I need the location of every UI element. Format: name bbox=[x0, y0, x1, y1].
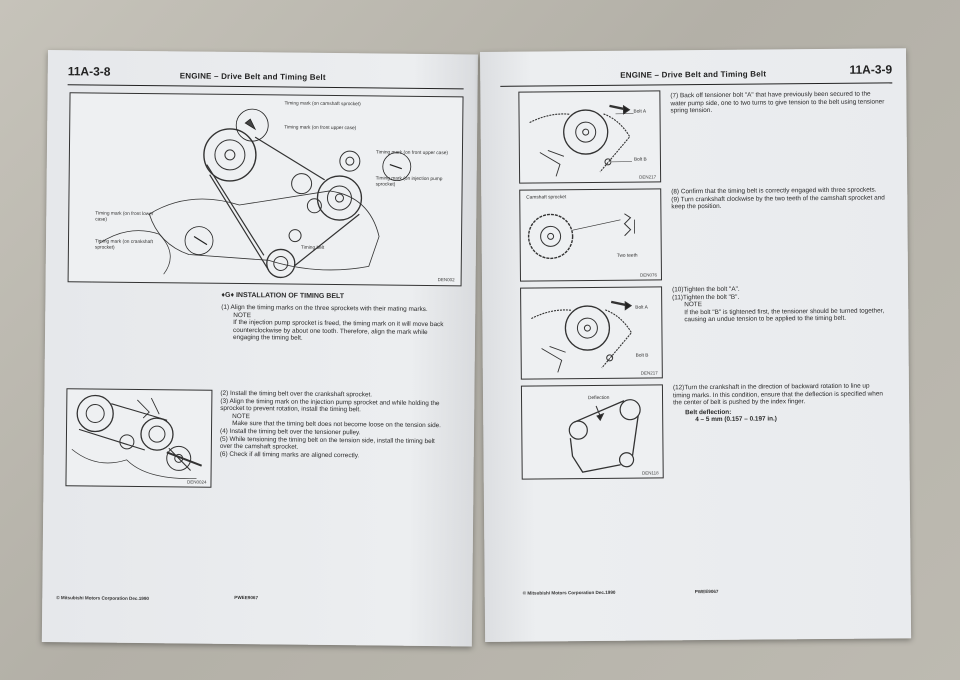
right-footer-code: PWEE9067 bbox=[694, 588, 719, 595]
label-front-upper-right-mark: Timing mark (on front upper case) bbox=[375, 150, 449, 157]
deflection-figure: Deflection DEN118 bbox=[520, 384, 664, 480]
left-header: 11A-3-8 ENGINE – Drive Belt and Timing B… bbox=[67, 62, 464, 90]
steps-block-a: (1) Align the timing marks on the three … bbox=[221, 304, 447, 344]
section-title: ♦G♦ INSTALLATION OF TIMING BELT bbox=[221, 291, 345, 301]
note-text: If the bolt "B" is tightened first, the … bbox=[684, 307, 885, 324]
fig1-bolt-b: Bolt B bbox=[633, 157, 647, 163]
label-front-lower-mark: Timing mark (on front lower case) bbox=[95, 211, 154, 223]
right-page: ENGINE – Drive Belt and Timing Belt 11A-… bbox=[480, 48, 912, 642]
fig2-two-teeth-label: Two teeth bbox=[616, 253, 638, 259]
step-9: (9) Turn crankshaft clockwise by the two… bbox=[671, 194, 885, 211]
step-12-block: (12)Turn the crankshaft in the direction… bbox=[673, 382, 887, 424]
right-header: ENGINE – Drive Belt and Timing Belt 11A-… bbox=[500, 60, 893, 87]
fig4-deflection-label: Deflection bbox=[588, 395, 610, 402]
steps-10-11: (10)Tighten the bolt "A". (11)Tighten th… bbox=[672, 284, 886, 324]
step-6: (6) Check if all timing marks are aligne… bbox=[219, 450, 360, 460]
belt-install-figure: DEN0024 bbox=[65, 388, 213, 488]
camshaft-figure: Camshaft sprocket Two teeth DEN076 bbox=[519, 188, 663, 282]
figure1-code: DEN002 bbox=[437, 277, 455, 283]
left-footer-copyright: © Mitsubishi Motors Corporation Dec.1990 bbox=[56, 595, 150, 602]
right-page-number: 11A-3-9 bbox=[849, 62, 893, 77]
belt-deflection-value: 4 – 5 mm (0.157 – 0.197 in.) bbox=[695, 415, 777, 424]
label-front-upper-mark: Timing mark (on front upper case) bbox=[284, 125, 357, 132]
deflection-drawing bbox=[568, 399, 641, 473]
note1-text: If the injection pump sprocket is freed,… bbox=[232, 319, 444, 343]
tensioner-drawing-2 bbox=[531, 300, 633, 373]
steps-8-9: (8) Confirm that the timing belt is corr… bbox=[671, 186, 885, 211]
right-footer-copyright: © Mitsubishi Motors Corporation Dec.1990 bbox=[522, 589, 616, 596]
right-header-title: ENGINE – Drive Belt and Timing Belt bbox=[620, 69, 767, 80]
figure2-code: DEN0024 bbox=[186, 479, 207, 485]
fig4-code: DEN118 bbox=[641, 470, 659, 476]
fig1-bolt-a: Bolt A bbox=[633, 109, 647, 115]
fig3-bolt-a: Bolt A bbox=[635, 305, 648, 311]
tensioner-drawing-1 bbox=[529, 104, 634, 177]
left-page-number: 11A-3-8 bbox=[67, 64, 111, 79]
fig2-camshaft-label: Camshaft sprocket bbox=[526, 195, 567, 201]
label-injection-mark: Timing mark (on injection pump sprocket) bbox=[375, 176, 443, 188]
step-12: (12)Turn the crankshaft in the direction… bbox=[672, 382, 883, 407]
label-crankshaft-mark: Timing mark (on crankshaft sprocket) bbox=[94, 239, 153, 251]
step-3: (3) Align the timing mark on the injecti… bbox=[220, 397, 440, 414]
left-header-title: ENGINE – Drive Belt and Timing Belt bbox=[179, 71, 326, 82]
steps-block-b: (2) Install the timing belt over the cra… bbox=[220, 390, 449, 461]
camshaft-drawing bbox=[527, 213, 635, 260]
step-7: (7) Back off tensioner bolt "A" that hav… bbox=[670, 90, 885, 115]
engine-front-drawing bbox=[98, 108, 412, 279]
fig3-code: DEN217 bbox=[640, 370, 658, 376]
belt-install-drawing bbox=[71, 394, 203, 479]
fig2-code: DEN076 bbox=[639, 272, 657, 278]
tensioner-figure-1: Bolt A Bolt B DEN217 bbox=[518, 90, 662, 184]
label-timing-belt: Timing belt bbox=[300, 245, 325, 251]
fig3-bolt-b: Bolt B bbox=[635, 353, 649, 359]
fig1-code: DEN217 bbox=[639, 174, 657, 180]
timing-mark-figure: Timing mark (on camshaft sprocket) Timin… bbox=[67, 92, 464, 287]
left-page: 11A-3-8 ENGINE – Drive Belt and Timing B… bbox=[41, 50, 478, 647]
tensioner-figure-2: Bolt A Bolt B DEN217 bbox=[520, 286, 663, 380]
label-camshaft-mark: Timing mark (on camshaft sprocket) bbox=[284, 101, 361, 108]
left-footer-code: PWEE9067 bbox=[234, 594, 259, 601]
